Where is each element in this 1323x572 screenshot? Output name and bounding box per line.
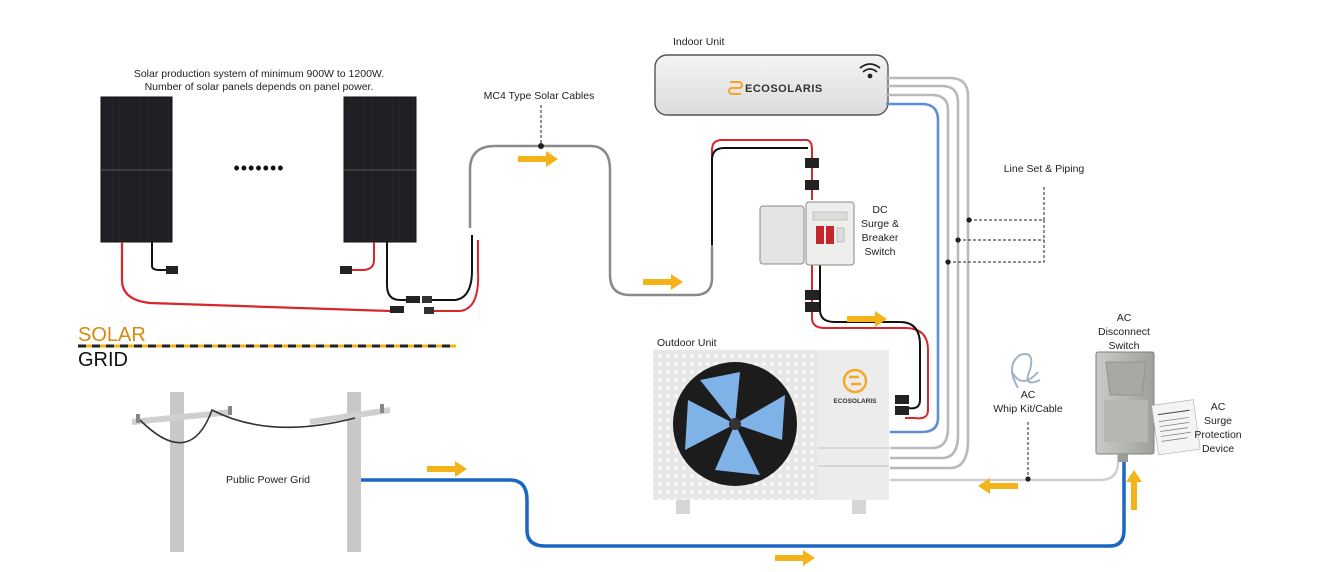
arrow-mc4: [518, 151, 558, 167]
solar-note-line1: Solar production system of minimum 900W …: [134, 68, 384, 80]
mc4-cable: [468, 144, 714, 297]
disconnect-label-2: Disconnect: [1098, 326, 1150, 338]
line-set-piping: [886, 76, 970, 470]
dc-wiring: [711, 139, 929, 420]
dc-label-2: Surge &: [861, 218, 899, 230]
arrow-to-outdoor: [978, 478, 1018, 494]
arrow-mc4-lower: [643, 274, 683, 290]
surge-label-4: Device: [1202, 443, 1234, 455]
wifi-icon: [859, 63, 881, 79]
solar-panel-left: [100, 96, 173, 243]
dc-label-4: Switch: [865, 246, 896, 258]
disconnect-label-1: AC: [1117, 312, 1132, 324]
disconnect-label-3: Switch: [1109, 340, 1140, 352]
outdoor-unit: ECOSOLARIS: [653, 350, 889, 514]
arrow-grid: [427, 461, 467, 477]
ac-disconnect-switch: [1095, 351, 1155, 462]
grid-ac-line: [361, 455, 1126, 548]
public-grid-label: Public Power Grid: [226, 474, 310, 486]
outdoor-unit-label: Outdoor Unit: [657, 337, 717, 349]
indoor-unit: ECOSOLARIS: [654, 54, 889, 116]
power-poles: [131, 392, 391, 552]
mc4-cables-label: MC4 Type Solar Cables: [484, 90, 595, 102]
grid-label: GRID: [78, 349, 128, 371]
indoor-unit-label: Indoor Unit: [673, 36, 724, 48]
mc4-cable-marker: [538, 143, 544, 149]
indoor-brand: ECOSOLARIS: [745, 83, 823, 95]
whip-kit-cable: [1011, 353, 1041, 389]
surge-label-3: Protection: [1194, 429, 1241, 441]
panel-wiring: [120, 235, 480, 314]
solar-label: SOLAR: [78, 324, 146, 346]
surge-label-1: AC: [1211, 401, 1226, 413]
arrow-up-disconnect: [1126, 470, 1142, 510]
solar-panel-right: [343, 96, 417, 243]
line-set-label: Line Set & Piping: [1004, 163, 1085, 175]
outdoor-brand: ECOSOLARIS: [834, 398, 878, 405]
ecosolaris-logo-icon: [728, 81, 743, 95]
arrow-dc-out: [847, 311, 887, 327]
whip-label-1: AC: [1021, 389, 1036, 401]
flow-arrows: [427, 151, 1142, 566]
fan-blades: [685, 372, 785, 475]
dc-surge-breaker-box: [759, 201, 855, 266]
dc-label-1: DC: [872, 204, 888, 216]
solar-note-line2: Number of solar panels depends on panel …: [145, 81, 374, 93]
surge-protection-device: [1151, 399, 1201, 456]
outdoor-logo-icon: [842, 368, 868, 394]
more-panels-ellipsis: •••••••: [233, 158, 284, 178]
dc-label-3: Breaker: [862, 232, 899, 244]
arrow-grid-bottom: [775, 550, 815, 566]
ac-whip-line: [890, 455, 1120, 482]
surge-label-2: Surge: [1204, 415, 1232, 427]
line-set-leaders: [948, 185, 1045, 263]
whip-label-2: Whip Kit/Cable: [993, 403, 1063, 415]
